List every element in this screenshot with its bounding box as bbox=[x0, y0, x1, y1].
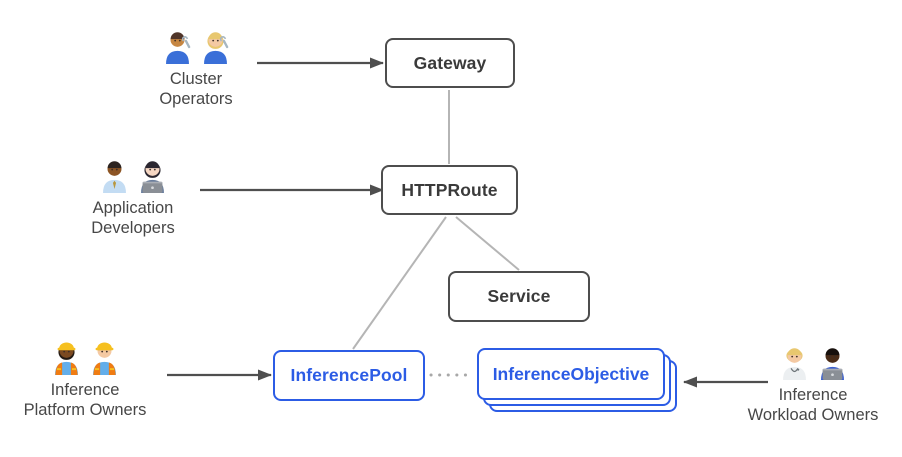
health-worker-emoji bbox=[778, 343, 811, 380]
actor-inference-workload-owners-label: Inference Workload Owners bbox=[747, 386, 879, 424]
man-construction-worker-emoji bbox=[88, 338, 121, 375]
actor-cluster-operators-icons bbox=[161, 27, 232, 64]
woman-construction-worker-emoji bbox=[50, 338, 83, 375]
woman-mechanic-emoji bbox=[199, 27, 232, 64]
man-mechanic-emoji bbox=[161, 27, 194, 64]
actor-application-developers-label: Application Developers bbox=[91, 199, 175, 237]
node-service: Service bbox=[448, 271, 590, 322]
actor-cluster-operators: Cluster Operators bbox=[101, 27, 291, 109]
woman-technologist-emoji bbox=[136, 156, 169, 193]
actor-application-developers: Application Developers bbox=[38, 156, 228, 238]
edge-httproute-inferencepool bbox=[352, 216, 447, 350]
node-inference-pool: InferencePool bbox=[273, 350, 425, 401]
node-gateway-label: Gateway bbox=[413, 52, 487, 73]
actor-inference-workload-owners-icons bbox=[778, 343, 849, 380]
dark-skin-technologist-emoji bbox=[816, 343, 849, 380]
node-gateway: Gateway bbox=[385, 38, 515, 88]
actor-cluster-operators-label: Cluster Operators bbox=[159, 70, 233, 108]
node-httproute: HTTPRoute bbox=[381, 165, 518, 215]
node-httproute-label: HTTPRoute bbox=[401, 179, 498, 200]
actor-inference-platform-owners-label: Inference Platform Owners bbox=[23, 381, 147, 419]
actor-inference-platform-owners-icons bbox=[50, 338, 121, 375]
node-inference-objective: InferenceObjective bbox=[477, 348, 665, 400]
node-inference-pool-label: InferencePool bbox=[290, 365, 408, 385]
actor-inference-platform-owners: Inference Platform Owners bbox=[0, 338, 180, 420]
man-office-worker-emoji bbox=[98, 156, 131, 193]
node-service-label: Service bbox=[487, 286, 551, 306]
actor-application-developers-icons bbox=[98, 156, 169, 193]
node-inference-objective-stack: InferenceObjective bbox=[477, 348, 677, 412]
edge-httproute-service bbox=[455, 216, 520, 271]
actor-inference-workload-owners: Inference Workload Owners bbox=[718, 343, 902, 425]
node-inference-objective-label: InferenceObjective bbox=[492, 363, 650, 384]
